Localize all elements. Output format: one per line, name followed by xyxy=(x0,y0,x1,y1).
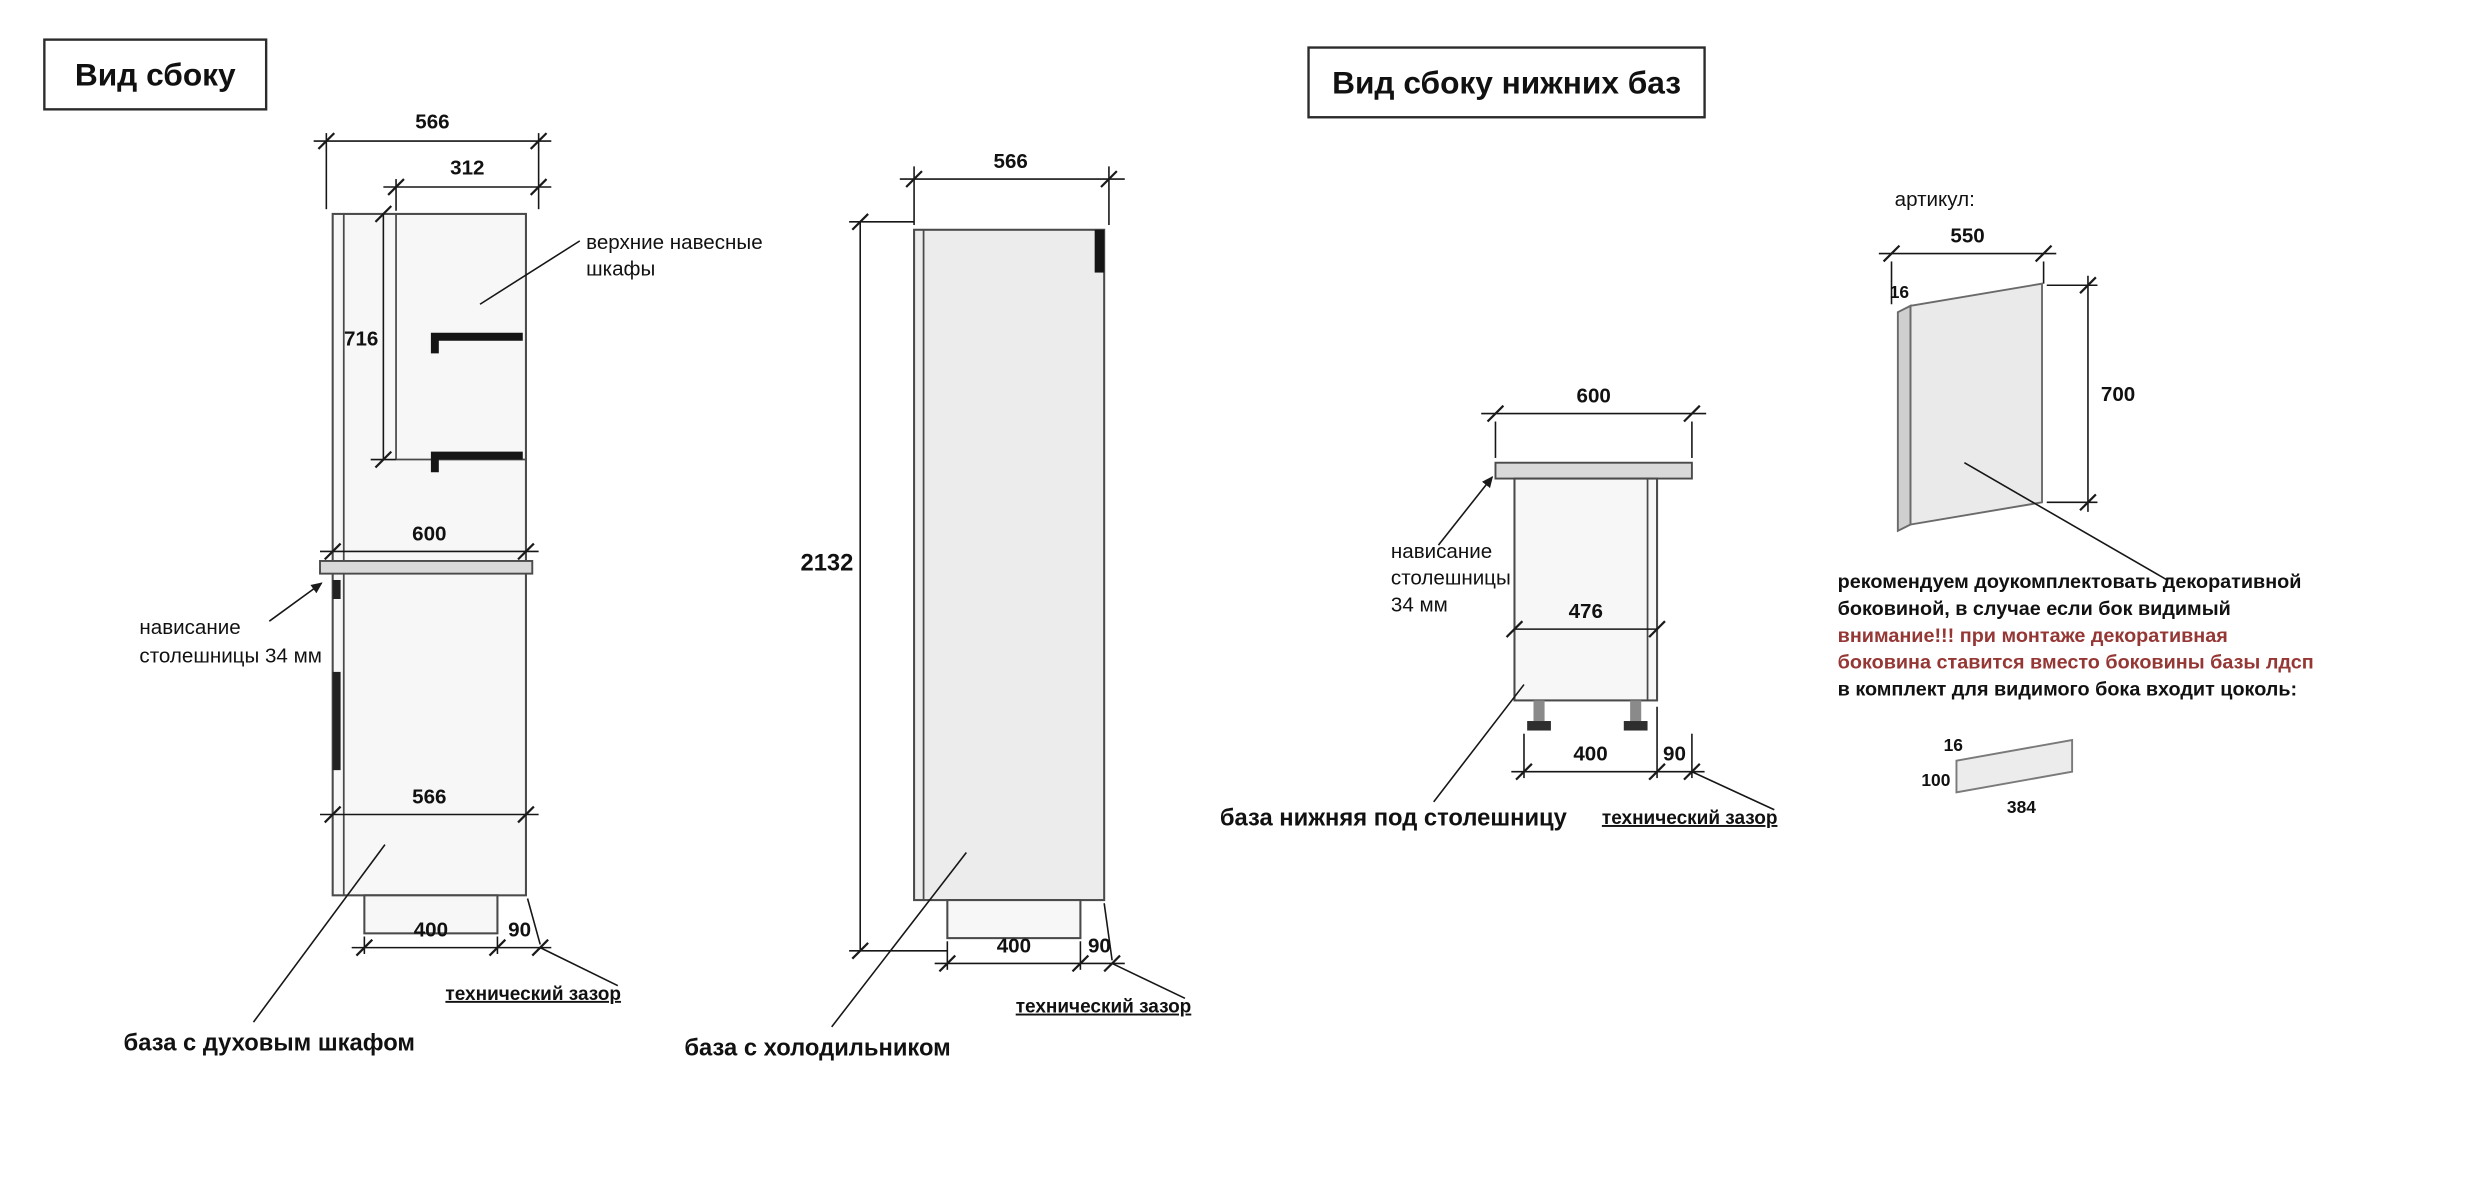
panel-notes: рекомендуем доукомплектовать декоративно… xyxy=(1838,571,2314,701)
dim-oven-plinth: 400 xyxy=(414,919,448,942)
leg-front-foot xyxy=(1623,721,1648,731)
oven-unit-plinth xyxy=(363,894,499,935)
lower-base-body xyxy=(1494,461,1693,731)
overhang-arrow xyxy=(268,582,323,622)
dim-plinth-length: 384 xyxy=(2007,797,2036,817)
door-edge-mark xyxy=(332,671,341,771)
lower-base-name-leader xyxy=(1433,684,1525,803)
tech-gap-label-oven: технический зазор xyxy=(445,984,621,1005)
oven-unit-dimensions: 566 312 716 600 566 400 xyxy=(313,110,619,987)
dim-lower-plinth: 400 xyxy=(1573,743,1607,766)
panel-warning-line1: внимание!!! при монтаже декоративная xyxy=(1838,625,2228,647)
panel-note-line3: в комплект для видимого бока входит цоко… xyxy=(1838,679,2297,701)
dim-plinth-thickness: 16 xyxy=(1944,735,1964,755)
leg-back-foot xyxy=(1527,721,1551,731)
fridge-unit-plinth xyxy=(946,899,1082,940)
dim-base-depth: 566 xyxy=(412,785,446,808)
oven-base-unit: 566 312 716 600 566 400 xyxy=(124,110,763,1056)
title-box-lower-bases: Вид сбоку нижних баз xyxy=(1307,46,1706,119)
dim-lower-top-width: 600 xyxy=(1577,384,1611,407)
oven-unit-labels: верхние навесные шкафы нависание столешн… xyxy=(124,231,763,1057)
panel-note-leader xyxy=(1963,462,2168,581)
fridge-unit-carcass xyxy=(913,228,1106,902)
door-edge-mark-top xyxy=(332,579,341,599)
panel-note-line1: рекомендуем доукомплектовать декоративно… xyxy=(1838,571,2302,593)
overhang-label-line1: нависание xyxy=(139,616,240,639)
oven-unit-name-leader xyxy=(252,844,386,1023)
panel-face xyxy=(1909,282,2043,526)
title-box-left-frame xyxy=(43,38,268,111)
leg-front xyxy=(1630,700,1642,722)
tech-gap-label-lower: технический зазор xyxy=(1602,808,1778,829)
fridge-edge-mark xyxy=(1094,229,1105,273)
page-title-left: Вид сбоку xyxy=(75,57,236,93)
article-label: артикул: xyxy=(1895,188,1975,211)
dim-panel-thickness: 16 xyxy=(1890,282,1910,302)
lower-base-carcass xyxy=(1513,477,1659,702)
fridge-unit-name: база с холодильником xyxy=(684,1034,950,1061)
plinth-strip xyxy=(1955,738,2074,794)
oven-unit-name: база с духовым шкафом xyxy=(124,1030,415,1057)
dim-counter-depth: 600 xyxy=(412,522,446,545)
page-title-right: Вид сбоку нижних баз xyxy=(1332,64,1681,100)
fridge-base-unit: 566 2132 400 90 технический зазор база с… xyxy=(684,150,1191,1061)
shelf-mark-lower xyxy=(430,451,523,473)
panel-drawing xyxy=(1896,282,2043,533)
dim-fridge-gap: 90 xyxy=(1088,934,1111,957)
upper-cabinets-label-line1: верхние навесные xyxy=(586,231,762,254)
overhang-label-line2: столешницы 34 мм xyxy=(139,644,321,667)
decorative-side-panel: артикул: 550 16 700 рекомендуем доукомпл… xyxy=(1838,188,2314,817)
dim-oven-top-width: 566 xyxy=(415,110,449,133)
dim-panel-height: 700 xyxy=(2101,383,2135,406)
dim-plinth-height: 100 xyxy=(1921,770,1950,790)
dim-fridge-top-width: 566 xyxy=(994,150,1028,173)
lower-base-unit: 600 476 400 90 нависание столешницы 34 м… xyxy=(1220,384,1778,831)
panel-note-line2: боковиной, в случае если бок видимый xyxy=(1838,598,2231,620)
title-box-right-frame xyxy=(1307,46,1706,119)
dim-oven-gap: 90 xyxy=(508,919,531,942)
dim-upper-depth: 312 xyxy=(450,156,484,179)
oven-unit-body xyxy=(319,212,534,935)
dim-inner-height: 476 xyxy=(1569,600,1603,623)
upper-cabinets-leader xyxy=(479,240,581,305)
dim-panel-width: 550 xyxy=(1950,224,1984,247)
upper-cabinets-label-line2: шкафы xyxy=(586,258,655,281)
lower-base-labels: нависание столешницы 34 мм технический з… xyxy=(1220,475,1778,832)
dim-fridge-plinth: 400 xyxy=(997,934,1031,957)
fridge-unit-dimensions: 566 2132 400 90 xyxy=(801,150,1186,1000)
tech-gap-label-fridge: технический зазор xyxy=(1016,997,1192,1018)
lower-base-name: база нижняя под столешницу xyxy=(1220,805,1568,832)
overhang2-label-line3: 34 мм xyxy=(1391,594,1448,617)
panel-warning-line2: боковина ставится вместо боковины базы л… xyxy=(1838,652,2314,674)
overhang2-label-line2: столешницы xyxy=(1391,567,1511,590)
fridge-unit-labels: технический зазор база с холодильником xyxy=(684,852,1192,1061)
plinth-drawing: 16 100 384 xyxy=(1921,735,2074,817)
panel-edge-face xyxy=(1896,304,1912,533)
leg-back xyxy=(1533,700,1545,722)
overhang2-arrow xyxy=(1437,475,1494,546)
fridge-unit-body xyxy=(913,228,1106,940)
dim-upper-height: 716 xyxy=(344,327,378,350)
countertop xyxy=(319,560,534,575)
dim-lower-gap: 90 xyxy=(1663,743,1686,766)
title-box-side-view: Вид сбоку xyxy=(43,38,268,111)
shelf-mark-upper xyxy=(430,332,523,354)
oven-unit-carcass xyxy=(331,212,527,897)
panel-dimensions: 550 16 700 xyxy=(1878,224,2135,512)
lower-base-dimensions: 600 476 400 90 xyxy=(1481,384,1775,811)
lower-base-countertop xyxy=(1494,461,1693,480)
fridge-unit-name-leader xyxy=(831,852,967,1028)
dim-fridge-height: 2132 xyxy=(801,549,854,576)
overhang2-label-line1: нависание xyxy=(1391,540,1492,563)
